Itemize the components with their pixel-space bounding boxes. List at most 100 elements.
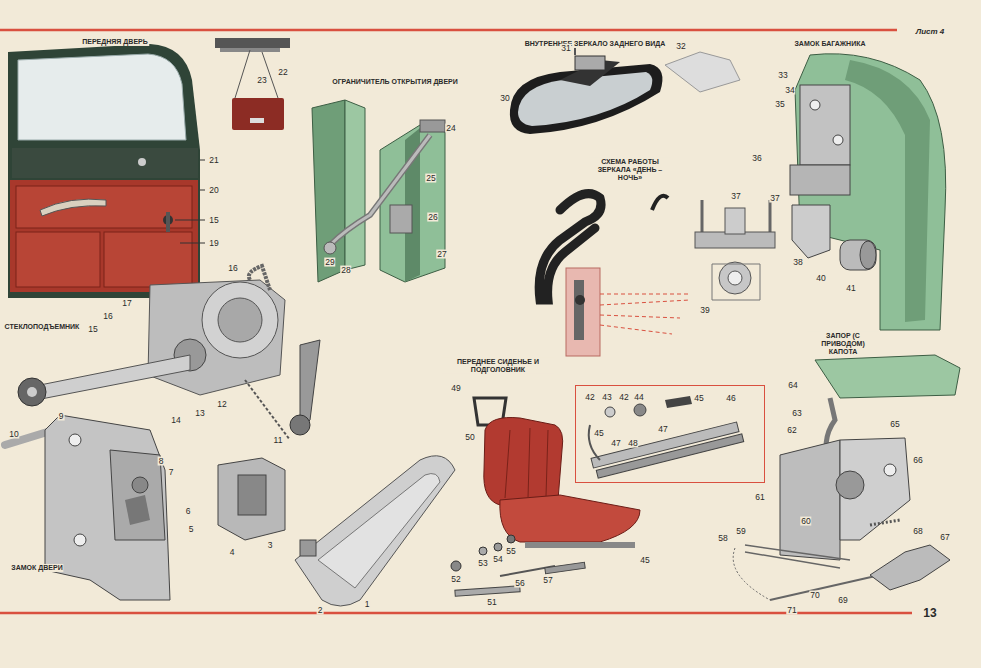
- callout-number: 64: [787, 381, 798, 390]
- callout-number: 29: [324, 258, 335, 267]
- callout-number: 32: [675, 42, 686, 51]
- callout-number: 25: [425, 174, 436, 183]
- callout-number: 2: [317, 606, 324, 615]
- day-night-figure: [695, 200, 775, 300]
- callout-number: 41: [845, 284, 856, 293]
- section-title: ВНУТРЕННЕЕ ЗЕРКАЛО ЗАДНЕГО ВИДА: [524, 40, 667, 48]
- callout-number: 40: [815, 274, 826, 283]
- callout-number: 16: [227, 264, 238, 273]
- callout-number: 63: [791, 409, 802, 418]
- door-figure: [8, 44, 205, 298]
- callout-number: 15: [208, 216, 219, 225]
- callout-number: 45: [693, 394, 704, 403]
- callout-number: 47: [610, 439, 621, 448]
- callout-number: 43: [601, 393, 612, 402]
- callout-number: 5: [188, 525, 195, 534]
- callout-number: 49: [450, 384, 461, 393]
- callout-number: 1: [364, 600, 371, 609]
- callout-number: 15: [87, 325, 98, 334]
- callout-number: 13: [194, 409, 205, 418]
- callout-number: 45: [593, 429, 604, 438]
- callout-number: 37: [730, 192, 741, 201]
- callout-number: 3: [267, 541, 274, 550]
- callout-number: 23: [256, 76, 267, 85]
- regulator-figure: [18, 266, 320, 440]
- callout-number: 69: [837, 596, 848, 605]
- callout-number: 19: [208, 239, 219, 248]
- callout-number: 59: [735, 527, 746, 536]
- callout-number: 58: [717, 534, 728, 543]
- detail-frame: 42 43 42 44 45 46 45 47 48 47: [575, 385, 765, 483]
- callout-number: 61: [754, 493, 765, 502]
- callout-number: 33: [777, 71, 788, 80]
- callout-number: 39: [699, 306, 710, 315]
- trunk-lock-figure: [790, 54, 946, 330]
- callout-number: 45: [639, 556, 650, 565]
- callout-number: 46: [725, 394, 736, 403]
- page-rule: [0, 29, 897, 32]
- callout-number: 36: [751, 154, 762, 163]
- callout-number: 34: [784, 86, 795, 95]
- callout-number: 17: [121, 299, 132, 308]
- callout-number: 22: [277, 68, 288, 77]
- armrest-figure: [215, 38, 290, 130]
- callout-number: 51: [486, 598, 497, 607]
- section-title: СТЕКЛОПОДЪЕМНИК: [4, 323, 81, 331]
- runner-figure: [589, 396, 744, 478]
- callout-number: 66: [912, 456, 923, 465]
- callout-number: 50: [464, 433, 475, 442]
- callout-number: 10: [8, 430, 19, 439]
- callout-number: 28: [340, 266, 351, 275]
- callout-number: 70: [809, 591, 820, 600]
- callout-number: 60: [800, 517, 811, 526]
- callout-number: 68: [912, 527, 923, 536]
- callout-number: 16: [102, 312, 113, 321]
- callout-number: 12: [216, 400, 227, 409]
- section-title: СХЕМА РАБОТЫ ЗЕРКАЛА «ДЕНЬ – НОЧЬ»: [589, 158, 671, 182]
- callout-number: 54: [492, 555, 503, 564]
- callout-number: 38: [792, 258, 803, 267]
- page-rule: [0, 612, 912, 615]
- callout-number: 9: [58, 412, 65, 421]
- callout-number: 47: [657, 425, 668, 434]
- callout-number: 24: [445, 124, 456, 133]
- small-parts: [451, 535, 585, 596]
- section-title: ПЕРЕДНЯЯ ДВЕРЬ: [81, 38, 149, 46]
- section-title: ЗАМОК ДВЕРИ: [10, 564, 63, 572]
- callout-number: 52: [450, 575, 461, 584]
- section-title: ПЕРЕДНЕЕ СИДЕНЬЕ И ПОДГОЛОВНИК: [442, 358, 554, 374]
- callout-number: 67: [939, 533, 950, 542]
- callout-number: 21: [208, 156, 219, 165]
- page-marker: 13: [921, 606, 938, 620]
- callout-number: 44: [633, 393, 644, 402]
- callout-number: 56: [514, 579, 525, 588]
- callout-number: 20: [208, 186, 219, 195]
- callout-number: 57: [542, 576, 553, 585]
- callout-number: 31: [560, 44, 571, 53]
- page-marker: Лист 4: [914, 27, 947, 36]
- mirror-figure: [510, 40, 740, 356]
- door-lock-figure: [5, 415, 170, 600]
- callout-number: 7: [168, 468, 175, 477]
- callout-number: 30: [499, 94, 510, 103]
- callout-number: 42: [584, 393, 595, 402]
- callout-number: 53: [477, 559, 488, 568]
- door-check-figure: [312, 100, 445, 282]
- callout-number: 27: [436, 250, 447, 259]
- callout-number: 62: [786, 426, 797, 435]
- callout-number: 55: [505, 547, 516, 556]
- callout-number: 6: [185, 507, 192, 516]
- callout-number: 11: [273, 436, 284, 445]
- callout-number: 14: [170, 416, 181, 425]
- section-title: ЗАПОР (С ПРИВОДОМ) КАПОТА: [807, 332, 879, 356]
- callout-number: 35: [774, 100, 785, 109]
- callout-number: 71: [786, 606, 797, 615]
- callout-number: 65: [889, 420, 900, 429]
- callout-number: 48: [627, 439, 638, 448]
- callout-number: 37: [769, 194, 780, 203]
- striker-figure: [218, 458, 285, 540]
- handle-figure: [295, 456, 455, 606]
- section-title: ЗАМОК БАГАЖНИКА: [793, 40, 866, 48]
- callout-number: 42: [618, 393, 629, 402]
- callout-number: 26: [427, 213, 438, 222]
